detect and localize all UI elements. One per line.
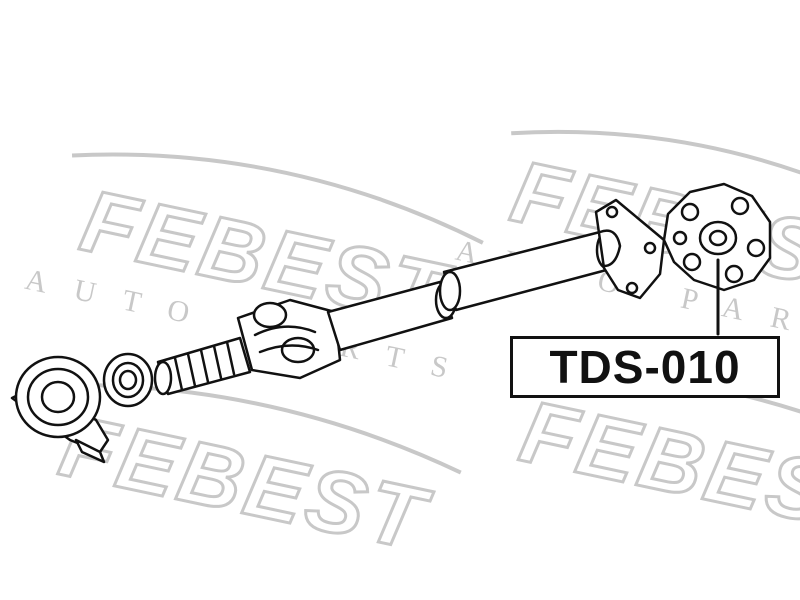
watermark-brand-text: FEBEST (513, 381, 800, 555)
part-number-label: TDS-010 (510, 336, 780, 398)
universal-joint (236, 298, 342, 380)
dust-seal (102, 352, 154, 408)
flexible-coupling-disc (662, 182, 772, 336)
watermark-brand-text: FEBEST (52, 395, 438, 569)
flange-yoke (594, 198, 666, 300)
splined-slip-yoke (153, 336, 252, 396)
center-support-bearing (10, 355, 110, 464)
